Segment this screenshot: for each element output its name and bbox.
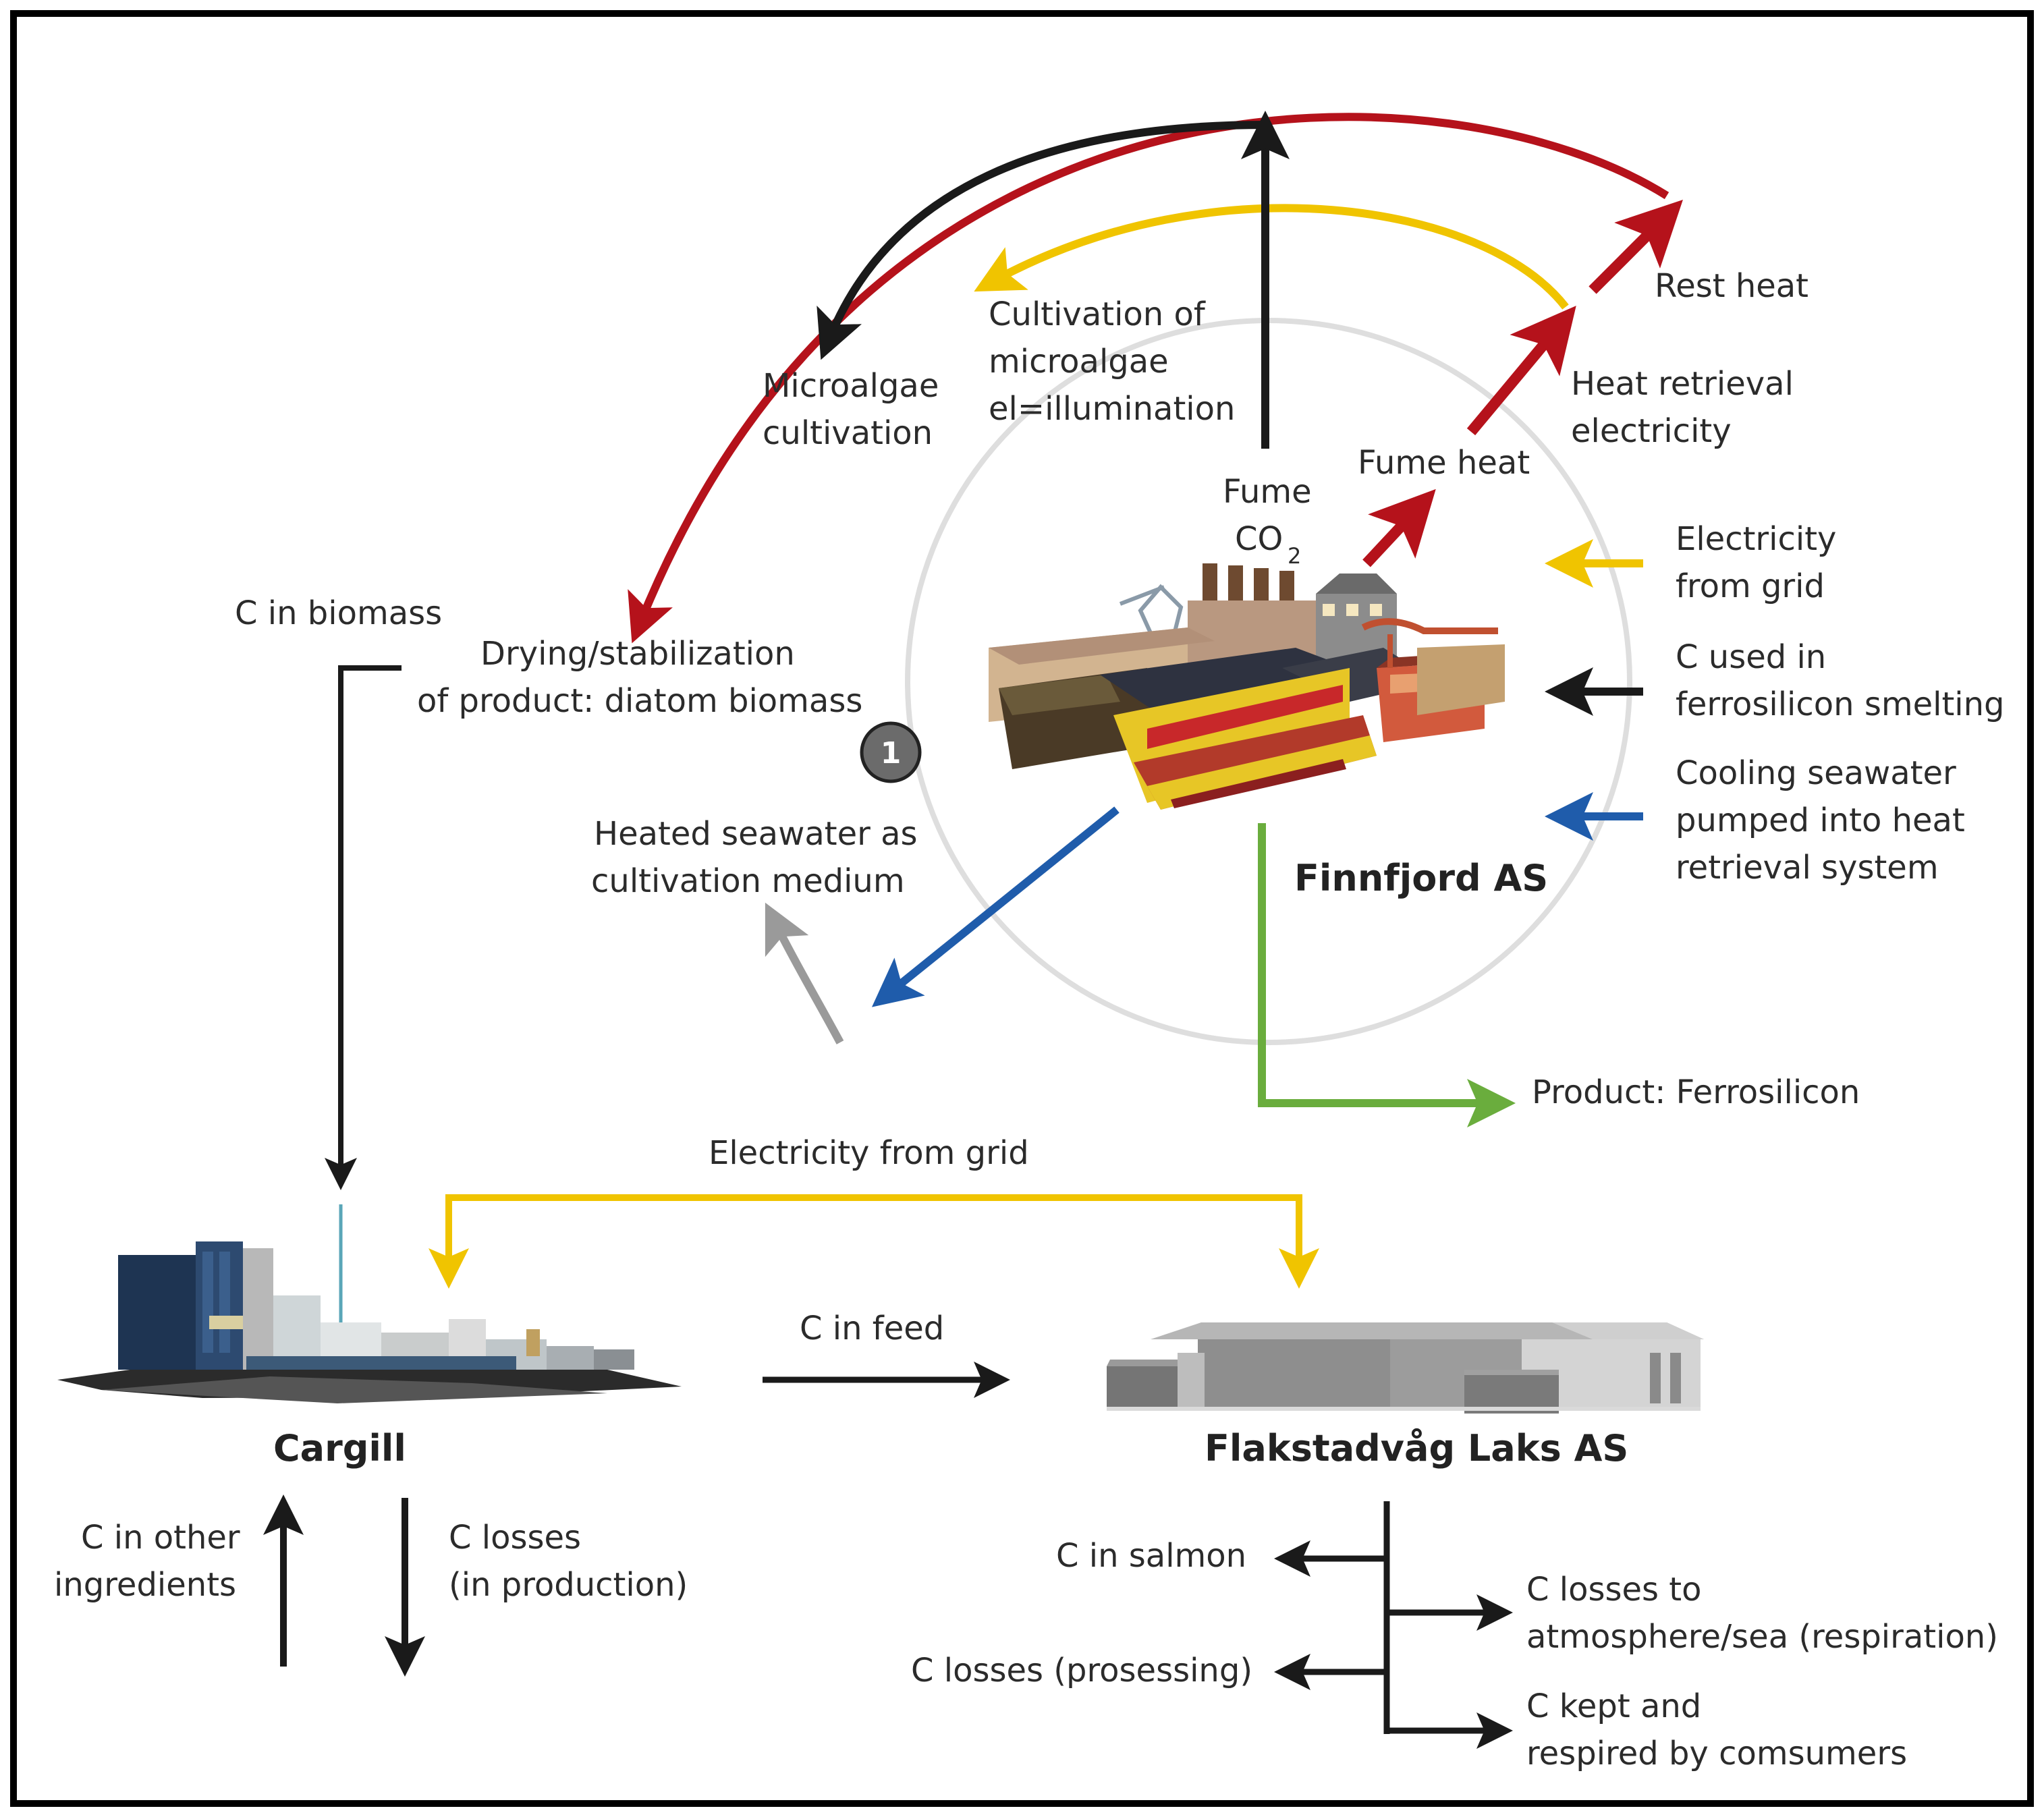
c-in-salmon-label: C in salmon <box>1056 1537 1246 1575</box>
cultivation-medium-arrow <box>765 902 844 1044</box>
biomass-to-cargill-arrow <box>325 665 402 1190</box>
heated-seawater-label: Heated seawater as cultivation medium <box>591 815 928 900</box>
rest-heat-to-drying-arrow <box>628 113 1669 644</box>
electricity-from-grid-label: Electricity from grid <box>709 1134 1029 1172</box>
step-badge-number: 1 <box>881 736 902 771</box>
c-in-feed-label: C in feed <box>800 1310 944 1347</box>
co2-subscript: 2 <box>1288 543 1301 569</box>
grid-to-cargill-arrow <box>429 1194 725 1289</box>
fume-label: Fume <box>1223 473 1312 511</box>
fume-heat-label: Fume heat <box>1358 444 1530 482</box>
ferrosilicon-product-arrow <box>1258 823 1516 1127</box>
cargill-title: Cargill <box>273 1427 406 1470</box>
co2-to-microalgae-arrow <box>817 121 1266 360</box>
flakstadvag-outflow-tree <box>1274 1501 1513 1749</box>
product-ferrosilicon-label: Product: Ferrosilicon <box>1532 1073 1860 1111</box>
outer-frame <box>10 10 2034 1807</box>
step-badge: 1 <box>860 721 922 783</box>
cultivation-of-microalgae-label: Cultivation of microalgae el=illuminatio… <box>989 296 1235 428</box>
rest-heat-label: Rest heat <box>1655 267 1808 305</box>
drying-stabilization-label: Drying/stabilization of product: diatom … <box>417 635 862 720</box>
grid-to-flakstadvag-arrow <box>725 1194 1319 1289</box>
co2-label: CO <box>1235 520 1283 558</box>
finnfjord-title: Finnfjord AS <box>1294 857 1548 899</box>
c-losses-production-label: C losses (in production) <box>449 1519 688 1604</box>
c-losses-processing-label: C losses (prosessing) <box>911 1652 1252 1689</box>
c-in-biomass-label: C in biomass <box>235 594 442 632</box>
c-losses-respiration-label: C losses to atmosphere/sea (respiration) <box>1526 1571 1998 1656</box>
c-used-in-smelting-label: C used in ferrosilicon smelting <box>1676 638 2005 723</box>
retrieval-to-rest-heat-arrow <box>1589 200 1683 294</box>
heated-seawater-arrow <box>871 806 1120 1007</box>
heat-retrieval-label: Heat retrieval electricity <box>1571 365 1804 450</box>
flakstadvag-building-illustration <box>1107 1322 1704 1414</box>
fume-heat-to-retrieval-arrow <box>1466 306 1576 436</box>
microalgae-cultivation-label: Microalgae cultivation <box>763 367 949 452</box>
cargill-factory-illustration <box>57 1204 682 1403</box>
cooling-seawater-label: Cooling seawater pumped into heat retrie… <box>1676 754 1975 887</box>
electricity-from-grid-input-label: Electricity from grid <box>1676 520 1847 605</box>
finnfjord-factory-illustration <box>989 563 1505 810</box>
c-kept-consumers-label: C kept and respired by comsumers <box>1526 1687 1907 1772</box>
factory-to-fume-heat-arrow <box>1362 488 1436 567</box>
flakstadvag-title: Flakstadvåg Laks AS <box>1205 1427 1628 1470</box>
c-in-other-ingredients-label: C in other ingredients <box>54 1519 250 1604</box>
electricity-to-cultivation-arrow <box>974 204 1569 310</box>
